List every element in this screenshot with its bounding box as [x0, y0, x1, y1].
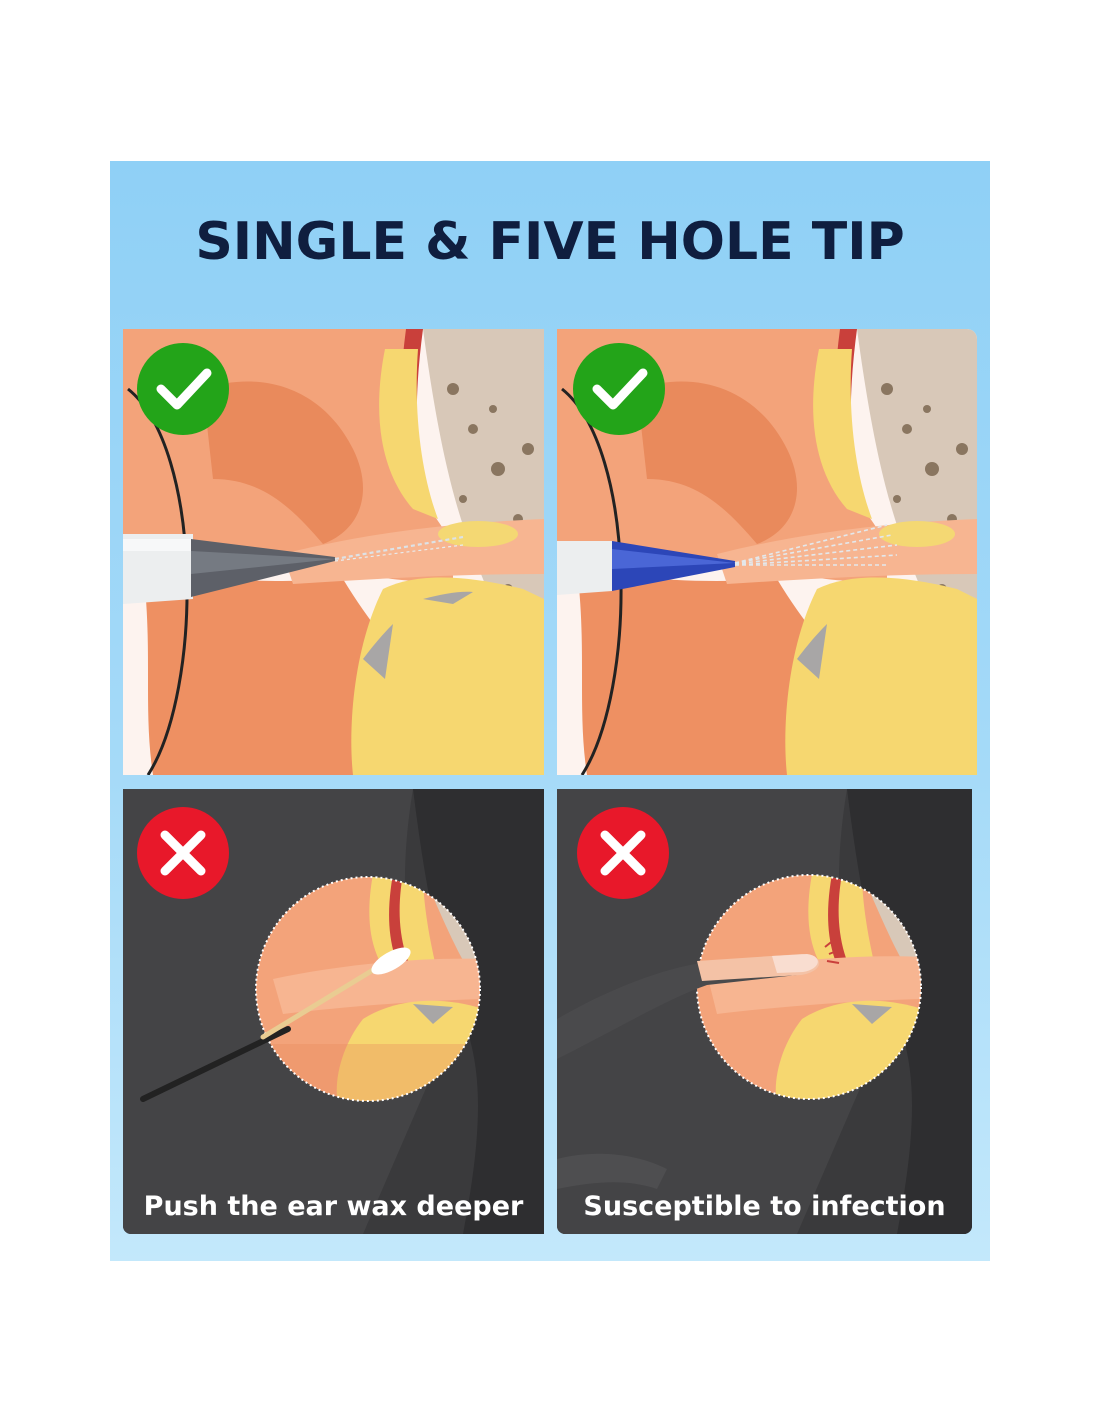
page-title: SINGLE & FIVE HOLE TIP — [195, 212, 905, 272]
panel-caption: Susceptible to infection — [583, 1191, 946, 1222]
cross-icon — [137, 807, 229, 899]
panel-five-hole-tip — [557, 329, 977, 775]
panel-fingernail: Susceptible to infection — [557, 789, 972, 1234]
cross-icon — [577, 807, 669, 899]
panel-cotton-swab: Push the ear wax deeper — [123, 789, 544, 1234]
panel-single-hole-tip — [123, 329, 544, 775]
panel-caption: Push the ear wax deeper — [143, 1191, 524, 1222]
check-icon — [573, 343, 665, 435]
check-icon — [137, 343, 229, 435]
